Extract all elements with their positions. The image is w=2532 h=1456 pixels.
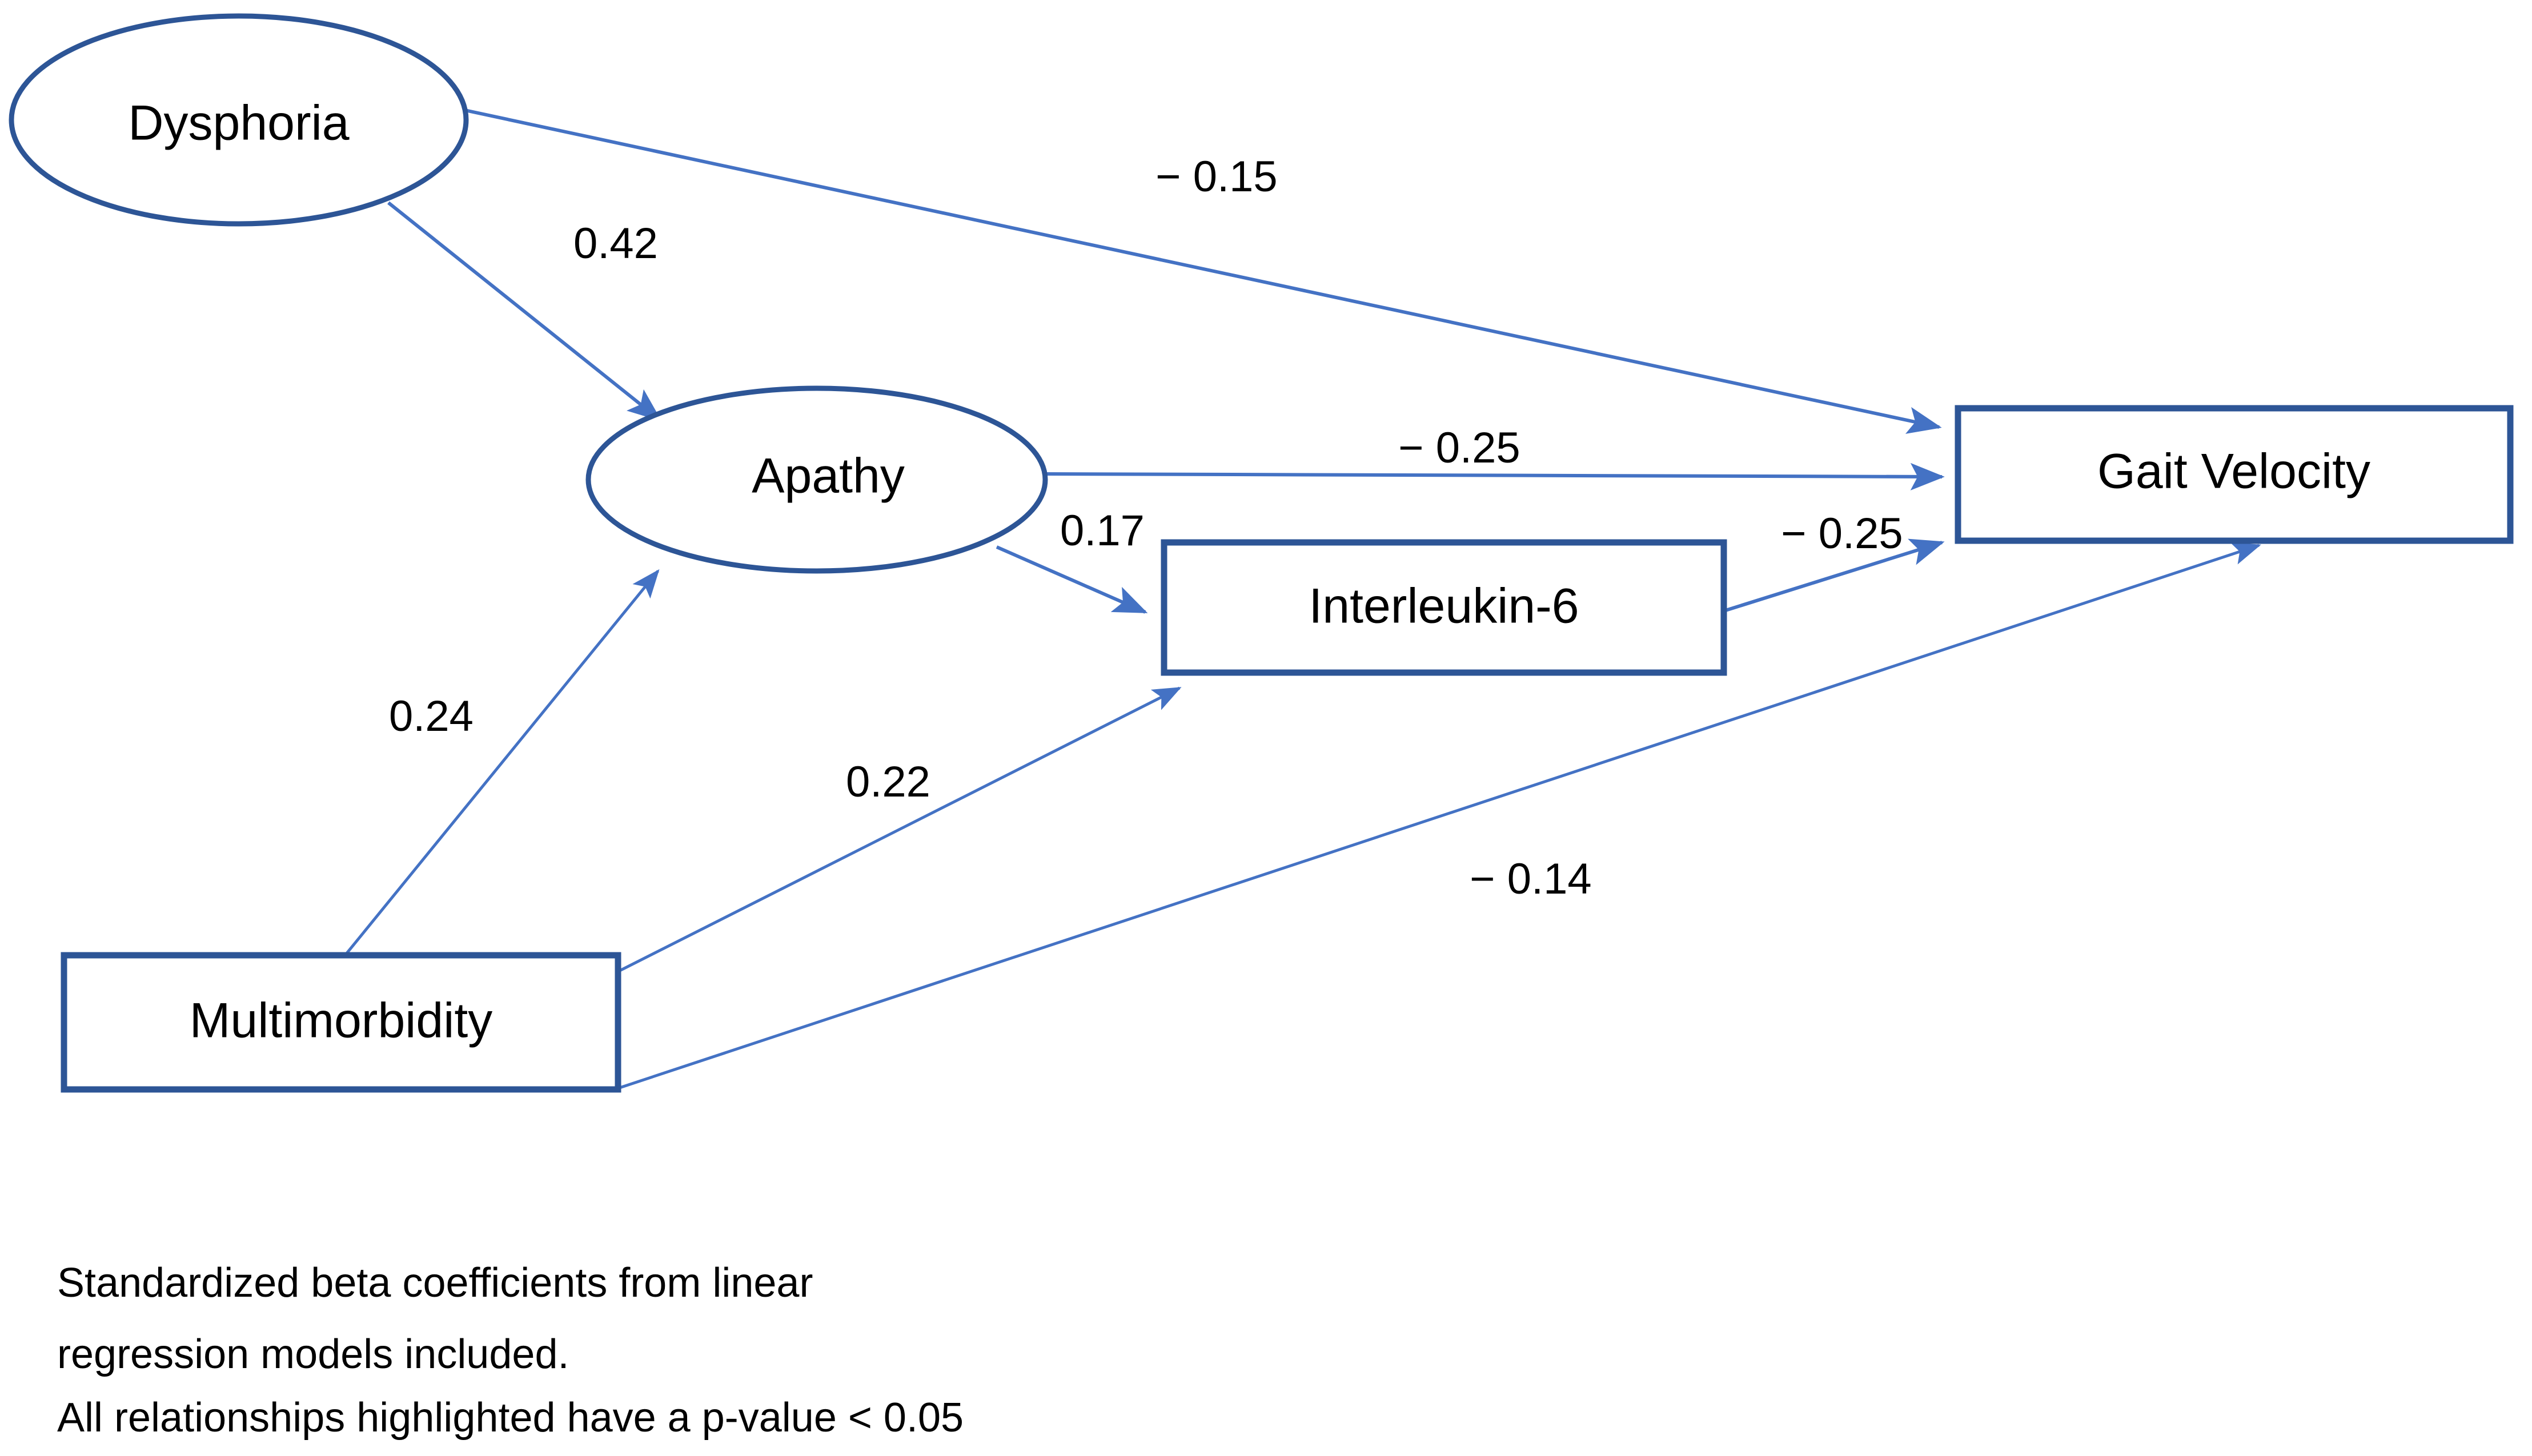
node-dysphoria-label: Dysphoria xyxy=(128,96,349,151)
figure-caption: Standardized beta coefficients from line… xyxy=(57,1260,964,1441)
edge-apathy-interleukin6-label: 0.17 xyxy=(1060,506,1145,555)
edge-multimorbidity-apathy-label: 0.24 xyxy=(389,692,474,741)
edge-dysphoria-gaitvelocity-line xyxy=(456,107,1942,434)
caption-line-1: Standardized beta coefficients from line… xyxy=(57,1260,813,1306)
edge-multimorbidity-apathy-line xyxy=(344,569,660,956)
node-gaitvelocity[interactable]: Gait Velocity xyxy=(1955,405,2514,544)
node-interleukin6[interactable]: Interleukin-6 xyxy=(1161,539,1727,676)
edge-multimorbidity-interleukin6-line xyxy=(619,686,1182,972)
node-interleukin6-shape[interactable] xyxy=(1161,539,1727,676)
edge-apathy-interleukin6-line xyxy=(996,545,1148,614)
edge-multimorbidity-gaitvelocity-label: − 0.14 xyxy=(1470,855,1591,903)
caption-line-3: All relationships highlighted have a p-v… xyxy=(57,1395,964,1441)
node-apathy-label: Apathy xyxy=(752,449,905,504)
edge-dysphoria-apathy: 0.42 xyxy=(387,201,662,421)
node-gaitvelocity-label: Gait Velocity xyxy=(2097,444,2370,499)
node-multimorbidity-shape[interactable] xyxy=(61,952,621,1093)
node-multimorbidity[interactable]: Multimorbidity xyxy=(61,952,621,1093)
edge-interleukin6-gaitvelocity-label: − 0.25 xyxy=(1781,509,1903,558)
edge-multimorbidity-gaitvelocity: − 0.14 xyxy=(619,542,2261,1089)
node-multimorbidity-label: Multimorbidity xyxy=(190,994,492,1048)
edge-dysphoria-gaitvelocity-label: − 0.15 xyxy=(1155,152,1277,201)
edge-apathy-gaitvelocity-line xyxy=(1046,462,1945,490)
edge-interleukin6-gaitvelocity-line xyxy=(1723,538,1945,613)
node-interleukin6-label: Interleukin-6 xyxy=(1309,579,1579,634)
edge-multimorbidity-gaitvelocity-line xyxy=(619,542,2261,1089)
node-gaitvelocity-shape[interactable] xyxy=(1955,405,2514,544)
node-apathy-shape[interactable] xyxy=(585,385,1048,574)
node-dysphoria[interactable]: Dysphoria xyxy=(9,13,469,227)
node-dysphoria-shape[interactable] xyxy=(9,13,469,227)
edge-interleukin6-gaitvelocity: − 0.25 xyxy=(1723,509,1945,613)
edge-dysphoria-apathy-line xyxy=(387,201,662,421)
edge-apathy-interleukin6: 0.17 xyxy=(996,506,1148,614)
edge-dysphoria-apathy-label: 0.42 xyxy=(573,219,658,268)
node-apathy[interactable]: Apathy xyxy=(585,385,1048,574)
edge-multimorbidity-interleukin6-label: 0.22 xyxy=(846,758,930,806)
edge-apathy-gaitvelocity-label: − 0.25 xyxy=(1398,424,1520,472)
edge-apathy-gaitvelocity: − 0.25 xyxy=(1046,424,1945,490)
edge-multimorbidity-apathy: 0.24 xyxy=(344,569,660,956)
caption-line-2: regression models included. xyxy=(57,1332,569,1377)
edge-multimorbidity-interleukin6: 0.22 xyxy=(619,686,1182,972)
edge-dysphoria-gaitvelocity: − 0.15 xyxy=(456,107,1942,434)
